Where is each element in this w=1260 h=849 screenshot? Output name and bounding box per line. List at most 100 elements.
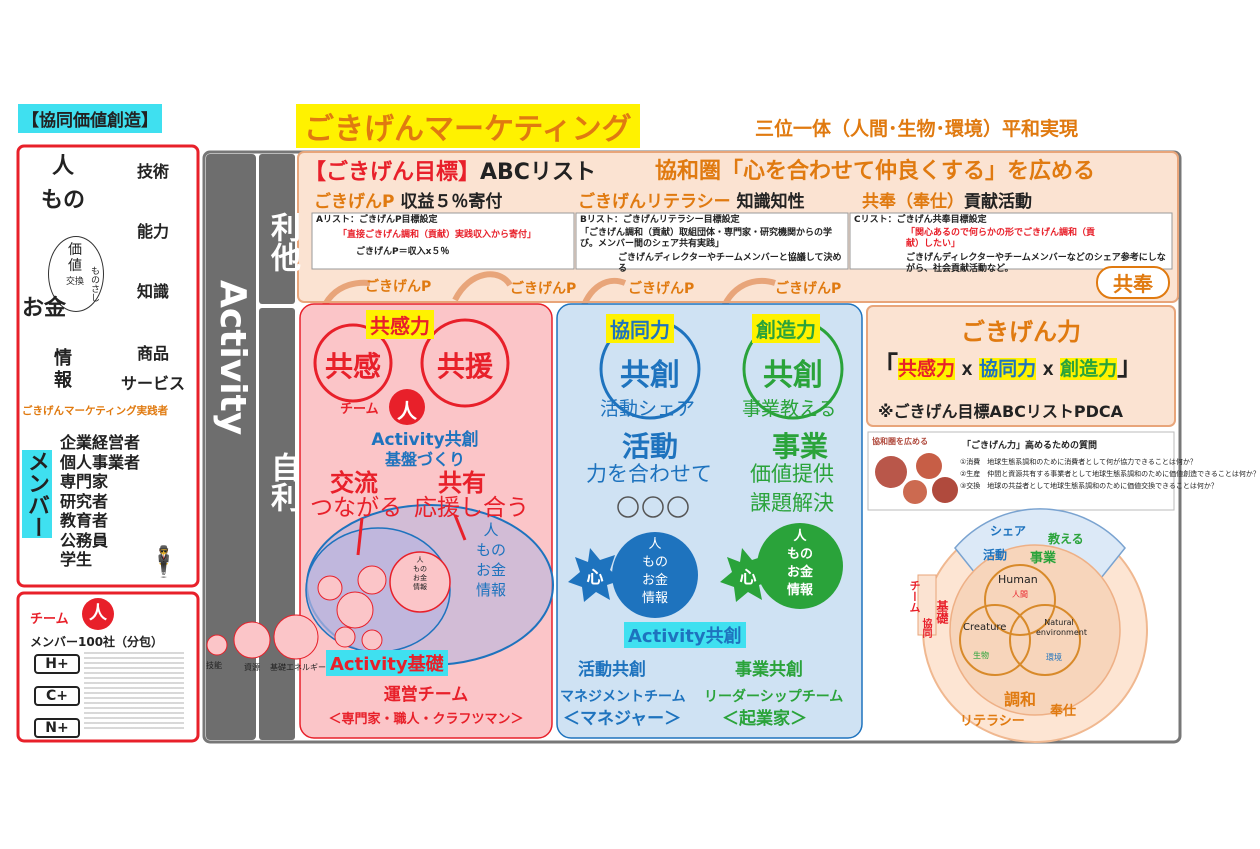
small-label-shigen: 資源: [244, 663, 260, 672]
seibutsu-label: 生物: [973, 651, 989, 660]
resource-joho-wrap: 情報: [38, 348, 88, 392]
ring-biz: 事業: [1030, 551, 1057, 566]
pink-resource-item: 人: [483, 521, 499, 539]
team-label: チーム: [30, 612, 69, 627]
blue-resource: お金: [641, 573, 668, 588]
blue-resource: 人: [648, 537, 662, 552]
kyoyu: 共有: [438, 469, 486, 497]
resource-okane: お金: [22, 296, 67, 321]
left-header: 【協同価値創造】: [18, 104, 162, 133]
person-badge: 人: [82, 598, 114, 630]
blue-resource: 情報: [641, 591, 668, 606]
blue-resource: もの: [641, 555, 668, 570]
grade-n: N+: [34, 718, 80, 738]
jigyo-teach: 事業教える: [742, 398, 837, 420]
member-item: 学生: [60, 550, 93, 569]
jigyo: 事業: [771, 430, 828, 463]
grade-c: C+: [34, 686, 80, 706]
katsudo: 活動: [621, 430, 678, 463]
resource-mono: もの: [40, 188, 85, 213]
question-item: ③交換 地球の共益者として地球生態系調和のために価値交換できることは何か？: [960, 482, 1218, 490]
gp-1: ごきげんP: [365, 279, 432, 295]
p-donation: 収益５％寄付: [394, 192, 503, 212]
resource-hito: 人: [51, 154, 74, 179]
leader-team: リーダーシップチーム: [704, 689, 844, 705]
skill-gijutsu: 技術: [136, 162, 169, 181]
inner-resource: お金: [413, 574, 427, 582]
koryu: 交流: [330, 469, 378, 497]
ring-act: 活動: [983, 548, 1008, 562]
list-c: Cリスト：ごきげん共奉目標設定 「関心あるので何らかの形でごきげん調和（貢献）し…: [854, 215, 1169, 275]
goal-label: 【ごきげん目標】: [304, 160, 481, 185]
green-resource: 人: [793, 529, 807, 544]
resource-column: 人 もの: [38, 150, 88, 218]
ningen-label: 人間: [1012, 590, 1028, 599]
ring-kyodo: 協同: [920, 618, 931, 638]
list-b-line1: 「ごきげん調和（貢献）取組団体・専門家・研究機関からの学び。メンバー間のシェア共…: [580, 228, 833, 249]
inner-resource: もの: [413, 565, 427, 573]
kiban-zukuri: 基盤づくり: [384, 450, 465, 469]
oen: 応援し合う: [414, 495, 529, 521]
abc-list: ABCリスト: [480, 160, 596, 185]
gp-4: ごきげんP: [775, 281, 842, 297]
list-a-title: Aリスト：ごきげんP目標設定: [316, 215, 438, 225]
kyoho-desc: 貢献活動: [964, 192, 1032, 212]
member-item: 公務員: [60, 530, 109, 550]
gp-2: ごきげんP: [510, 281, 577, 297]
activity-kyoso: Activity共創: [371, 430, 479, 450]
member-item: 研究者: [60, 491, 109, 511]
list-a-line2: ごきげんP＝収入x５％: [356, 247, 450, 257]
green-resource: お金: [786, 565, 813, 580]
value-circle-text: 価 値 交換: [60, 242, 90, 290]
pink-resource-item: お金: [475, 561, 506, 579]
jiri-label: 自利: [265, 452, 300, 512]
ring-share: シェア: [990, 524, 1027, 538]
list-c-title: Cリスト：ごきげん共奉目標設定: [854, 215, 987, 225]
sub-title: 三位一体（人間･生物･環境）平和実現: [755, 118, 1079, 140]
activity-base: Activity基礎: [326, 650, 448, 676]
kyoso-green: 共創: [763, 358, 823, 393]
kachi-teikyo: 価値提供: [750, 462, 834, 486]
manager-label: ＜マネジャー＞: [563, 709, 682, 729]
blue-resource-list: 人 もの お金 情報: [630, 536, 680, 608]
member-list: 企業経営者 個人事業者 専門家 研究者 教育者 公務員 学生: [60, 433, 140, 570]
p-line: ごきげんP 収益５％寄付: [314, 187, 502, 212]
pink-resource-list: 人 もの お金 情報: [466, 520, 516, 600]
kokoro-blue: 心: [586, 568, 604, 588]
person-pointing-icon: 🕴: [145, 545, 183, 580]
formula-kyokan: 共感力: [898, 358, 956, 380]
ring-team: チーム: [908, 580, 921, 613]
skill-service: サービス: [120, 374, 185, 393]
diagram-shapes: [16, 144, 1182, 744]
resource-joho: 情報: [54, 348, 72, 391]
practitioner-label: ごきげんマーケティング実践者: [22, 405, 169, 417]
activity-axis: Activity: [212, 280, 253, 436]
literacy-line: ごきげんリテラシー 知識知性: [578, 187, 805, 212]
kadai-kaiketsu: 課題解決: [750, 491, 834, 515]
human-label: Human: [998, 573, 1038, 586]
activity-kyoso-blue: Activity共創: [624, 622, 746, 648]
value-measure: ものさし: [89, 266, 99, 302]
pink-resource-item: もの: [475, 541, 506, 559]
green-resource: もの: [786, 547, 813, 562]
formula-kyodo: 協同力: [979, 358, 1037, 380]
question-item: ①消費 地球生態系調和のために消費者として何が協力できることは何か？: [960, 458, 1197, 466]
question-title: 「ごきげん力」高めるための質問: [962, 441, 1098, 451]
list-b-line2: ごきげんディレクターやチームメンバーと協議して決める: [618, 253, 842, 274]
spread-label: 協和圏「心を合わせて仲良くする」を広める: [655, 159, 1096, 184]
pdca-note: ※ごきげん目標ABCリストPDCA: [878, 402, 1124, 421]
small-label-kiso: 基礎エネルギー: [270, 663, 326, 672]
ring-teach: 教える: [1048, 532, 1084, 546]
kyoen: 共援: [436, 350, 493, 383]
kankyo-label: 環境: [1046, 653, 1062, 662]
inner-resource: 情報: [413, 583, 427, 591]
literacy-label: ごきげんリテラシー: [578, 192, 731, 212]
literacy-desc: 知識知性: [730, 192, 805, 212]
member-item: 企業経営者: [60, 433, 141, 452]
question-item: ②生産 仲間と資源共有する事業者として地球生態系調和のために価値創造できることは…: [960, 470, 1260, 478]
inner-resource-list: 人 もの お金 情報: [410, 556, 430, 592]
ring-kiso: 基礎: [935, 600, 949, 624]
grade-h: H+: [34, 654, 80, 674]
companies-label: メンバー100社（分包）: [30, 635, 164, 649]
value-exchange: 交換: [65, 277, 84, 287]
